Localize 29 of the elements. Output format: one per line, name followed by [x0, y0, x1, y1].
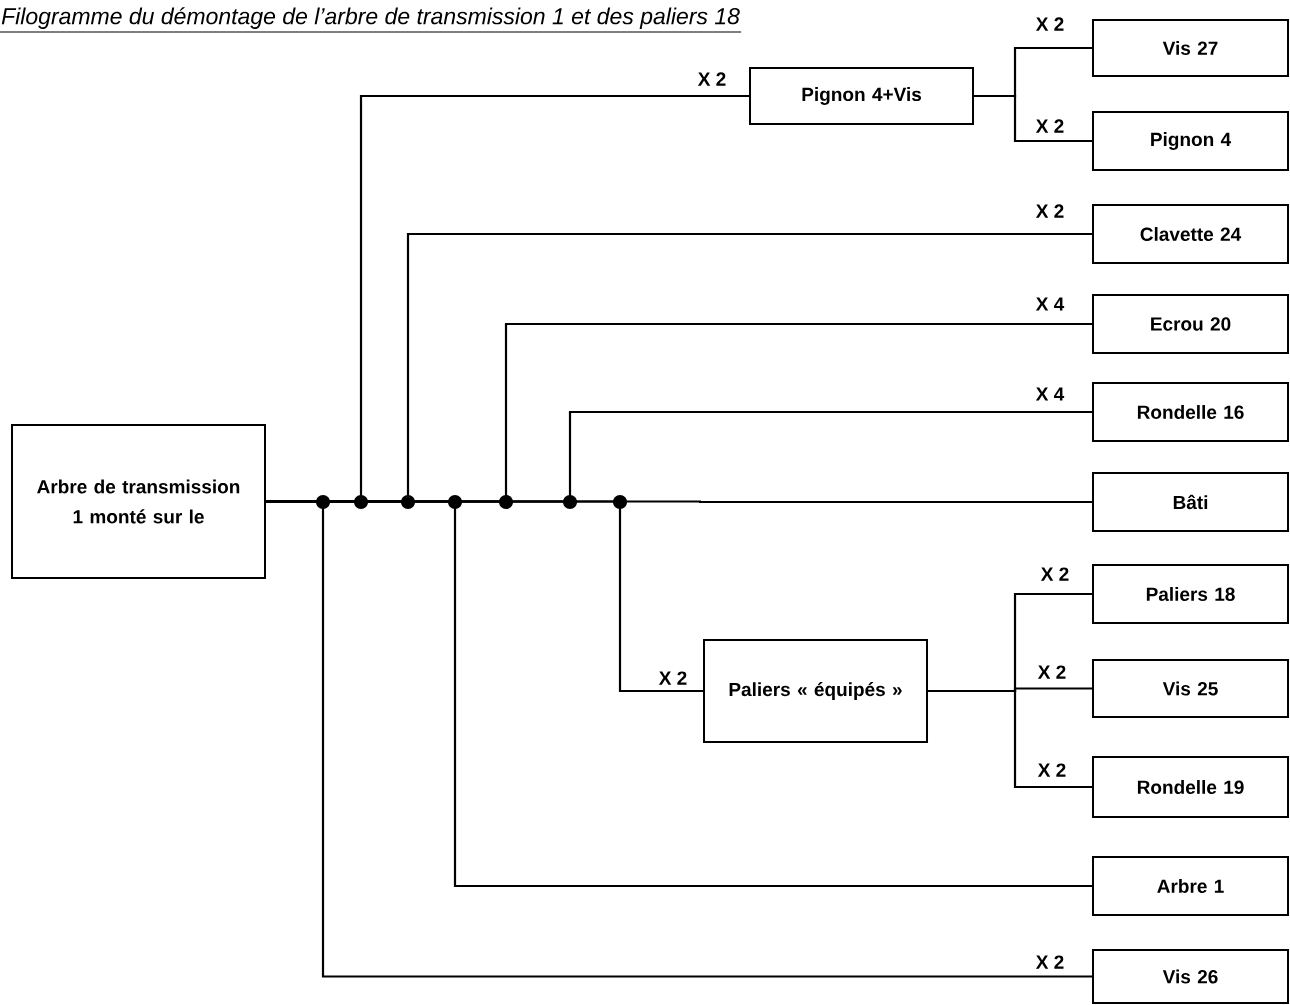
part-box: Vis 27 — [1092, 19, 1289, 77]
edge-label: X 2 — [1040, 567, 1069, 581]
part-box: Arbre 1 — [1092, 856, 1289, 916]
edge-label: X 2 — [1035, 119, 1064, 133]
part-box: Pignon 4+Vis — [749, 67, 974, 125]
connector-line — [974, 94, 1092, 143]
part-box: Rondelle 19 — [1092, 756, 1289, 818]
edge-label: X 2 — [697, 72, 726, 86]
part-box: Vis 26 — [1092, 949, 1289, 1004]
edge-label: X 4 — [1035, 297, 1065, 311]
edge-label: X 2 — [1035, 17, 1064, 31]
title: Filogramme du démontage de l’arbre de transmission 1 et des paliers 18 — [0, 7, 742, 33]
part-box: Bâti — [1092, 472, 1289, 532]
part-box: Rondelle 16 — [1092, 382, 1289, 442]
edge-label: X 4 — [1035, 387, 1065, 401]
part-box: Paliers « équipés » — [703, 639, 928, 743]
part-box: Pignon 4 — [1092, 111, 1289, 171]
part-box: Clavette 24 — [1092, 204, 1289, 264]
edge-label: X 2 — [1035, 204, 1064, 218]
part-box: Arbre de transmission 1 monté sur le — [11, 424, 266, 579]
part-box: Ecrou 20 — [1092, 294, 1289, 354]
connector-line — [266, 500, 1092, 978]
edge-label: X 2 — [1037, 665, 1066, 679]
part-box: Paliers 18 — [1092, 564, 1289, 624]
part-box: Vis 25 — [1092, 659, 1289, 718]
edge-label: X 2 — [1035, 955, 1064, 969]
edge-label: X 2 — [1037, 763, 1066, 777]
edge-label: X 2 — [658, 671, 687, 685]
connector-line — [928, 689, 1092, 789]
